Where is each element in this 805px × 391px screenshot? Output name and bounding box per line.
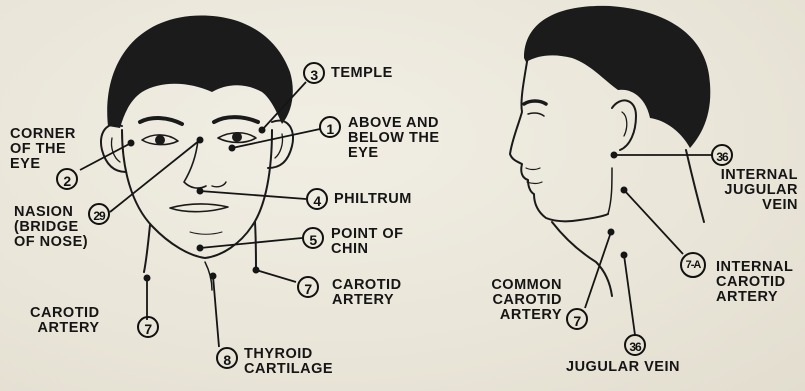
label-thyroid-cartilage: THYROID CARTILAGE bbox=[244, 347, 333, 377]
point-number-7a: 7-A bbox=[680, 252, 706, 278]
label-temple: TEMPLE bbox=[331, 66, 393, 81]
point-number-3: 3 bbox=[303, 62, 325, 84]
profile-hair bbox=[524, 6, 710, 148]
point-number-7-front: 7 bbox=[297, 276, 319, 298]
label-jugular-vein: JUGULAR VEIN bbox=[566, 360, 680, 375]
label-philtrum: PHILTRUM bbox=[334, 192, 412, 207]
point-number-7-common: 7 bbox=[566, 308, 588, 330]
point-number-7-left: 7 bbox=[137, 316, 159, 338]
label-nasion: NASION (BRIDGE OF NOSE) bbox=[14, 205, 88, 250]
point-number-8: 8 bbox=[216, 347, 238, 369]
point-number-1: 1 bbox=[319, 116, 341, 138]
label-point-of-chin: POINT OF CHIN bbox=[331, 227, 403, 257]
point-number-29: 29 bbox=[88, 203, 110, 225]
front-hair bbox=[107, 16, 293, 128]
label-carotid-artery-left: CAROTID ARTERY bbox=[30, 306, 100, 336]
label-internal-jugular-vein: INTERNAL JUGULAR VEIN bbox=[686, 168, 798, 213]
label-above-below-eye: ABOVE AND BELOW THE EYE bbox=[348, 116, 440, 161]
point-number-36-jugular: 36 bbox=[624, 334, 646, 356]
left-pupil bbox=[155, 135, 165, 145]
point-number-5: 5 bbox=[302, 227, 324, 249]
point-number-4: 4 bbox=[306, 188, 328, 210]
point-number-36-internal: 36 bbox=[711, 144, 733, 166]
point-number-2: 2 bbox=[56, 168, 78, 190]
label-common-carotid-artery: COMMON CAROTID ARTERY bbox=[470, 278, 562, 323]
right-pupil bbox=[232, 132, 242, 142]
label-corner-of-eye: CORNER OF THE EYE bbox=[10, 127, 76, 172]
label-internal-carotid-artery: INTERNAL CAROTID ARTERY bbox=[716, 260, 793, 305]
label-carotid-artery-front: CAROTID ARTERY bbox=[332, 278, 402, 308]
